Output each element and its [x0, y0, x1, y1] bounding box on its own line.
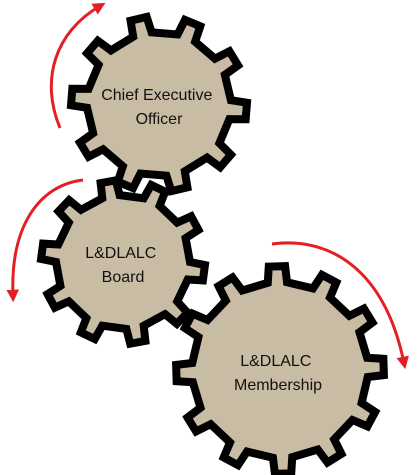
gear-label-ceo: Chief Executive Officer — [101, 87, 217, 128]
rotation-arrow-ceo — [49, 2, 106, 129]
gear-label-board: L&DLALC Board — [85, 245, 161, 286]
gear-label-membership: L&DLALC Membership — [234, 353, 322, 394]
gear-membership — [172, 262, 388, 475]
gear-board — [36, 175, 210, 349]
rotation-arrow-membership — [271, 241, 409, 370]
gear-ceo — [66, 12, 252, 196]
rotation-arrow-board — [6, 178, 84, 303]
